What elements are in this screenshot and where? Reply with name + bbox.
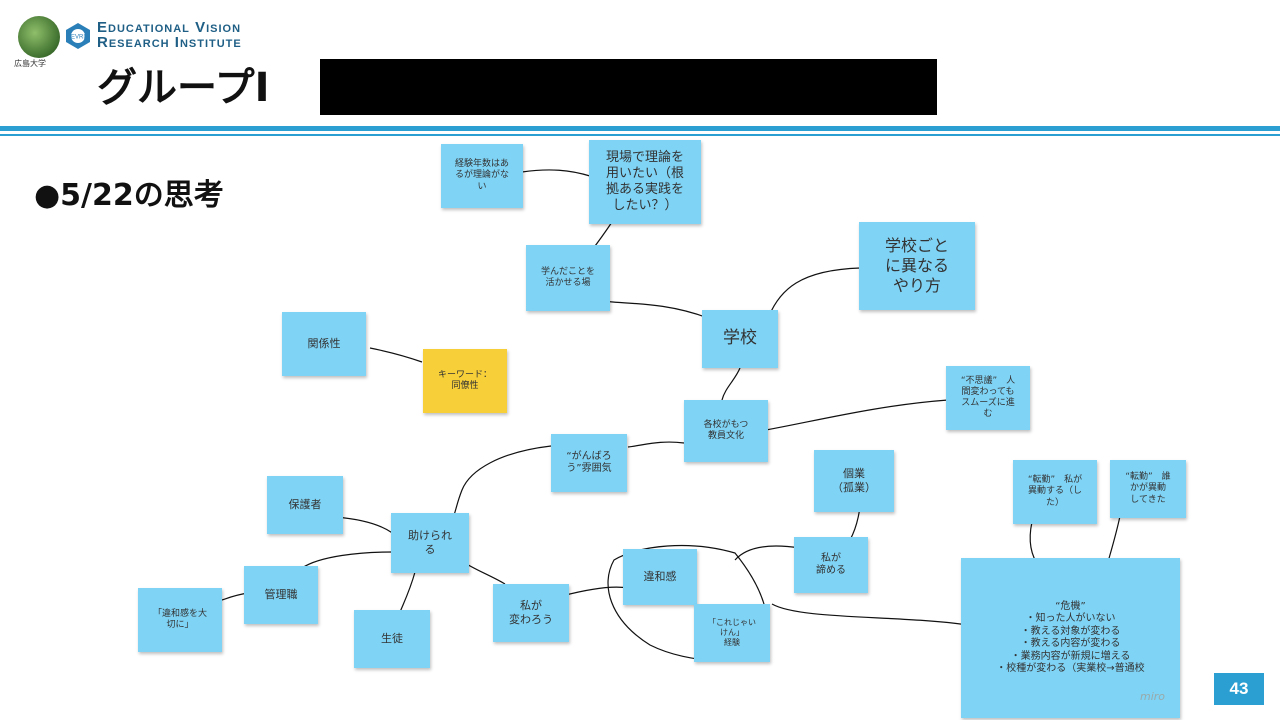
sticky-note[interactable]: 「これじゃい けん」 経験 xyxy=(694,604,770,662)
sticky-note[interactable]: 「違和感を大 切に」 xyxy=(138,588,222,652)
sticky-note[interactable]: 私が 変わろう xyxy=(493,584,569,642)
sticky-note[interactable]: 生徒 xyxy=(354,610,430,668)
miro-watermark: miro xyxy=(1140,690,1166,703)
sticky-note[interactable]: 学校 xyxy=(702,310,778,368)
sticky-note[interactable]: 助けられ る xyxy=(391,513,469,573)
slide-title: グループI xyxy=(97,65,270,111)
university-label: 広島大学 xyxy=(14,59,46,68)
sticky-note[interactable]: 学校ごと に異なる やり方 xyxy=(859,222,975,310)
institute-name: Educational Vision Research Institute xyxy=(97,20,242,50)
header-rule-thin xyxy=(0,134,1280,136)
sticky-note[interactable]: 関係性 xyxy=(282,312,366,376)
redaction-bar xyxy=(320,59,937,115)
sticky-note[interactable]: 保護者 xyxy=(267,476,343,534)
sticky-note-crisis[interactable]: “危機” ・知った人がいない ・教える対象が変わる ・教える内容が変わる ・業務… xyxy=(961,558,1180,718)
header-rule-thick xyxy=(0,126,1280,131)
university-seal-logo xyxy=(18,16,60,58)
institute-line-2: Research Institute xyxy=(97,34,242,51)
sticky-note[interactable]: “不思議” 人 間変わっても スムーズに進 む xyxy=(946,366,1030,430)
sticky-note[interactable]: 学んだことを 活かせる場 xyxy=(526,245,610,311)
evri-hexagon-icon: EVRI xyxy=(66,23,90,49)
sticky-note[interactable]: 経験年数はあ るが理論がな い xyxy=(441,144,523,208)
date-heading: ●5/22の思考 xyxy=(34,178,224,213)
sticky-note[interactable]: 現場で理論を 用いたい（根 拠ある実践を したい？） xyxy=(589,140,701,224)
sticky-note[interactable]: 違和感 xyxy=(623,549,697,605)
sticky-note[interactable]: 管理職 xyxy=(244,566,318,624)
sticky-note[interactable]: 個業 （孤業） xyxy=(814,450,894,512)
sticky-note[interactable]: “転勤” 私が 異動する（し た） xyxy=(1013,460,1097,524)
evri-abbr: EVRI xyxy=(71,35,85,41)
page-number: 43 xyxy=(1214,673,1264,705)
sticky-note[interactable]: “転勤” 誰 かが異動 してきた xyxy=(1110,460,1186,518)
sticky-note[interactable]: 各校がもつ 教員文化 xyxy=(684,400,768,462)
sticky-note-keyword[interactable]: キーワード： 同僚性 xyxy=(423,349,507,413)
institute-line-1: Educational Vision xyxy=(97,19,242,36)
sticky-note[interactable]: 私が 諦める xyxy=(794,537,868,593)
sticky-note[interactable]: “がんばろ う”雰囲気 xyxy=(551,434,627,492)
